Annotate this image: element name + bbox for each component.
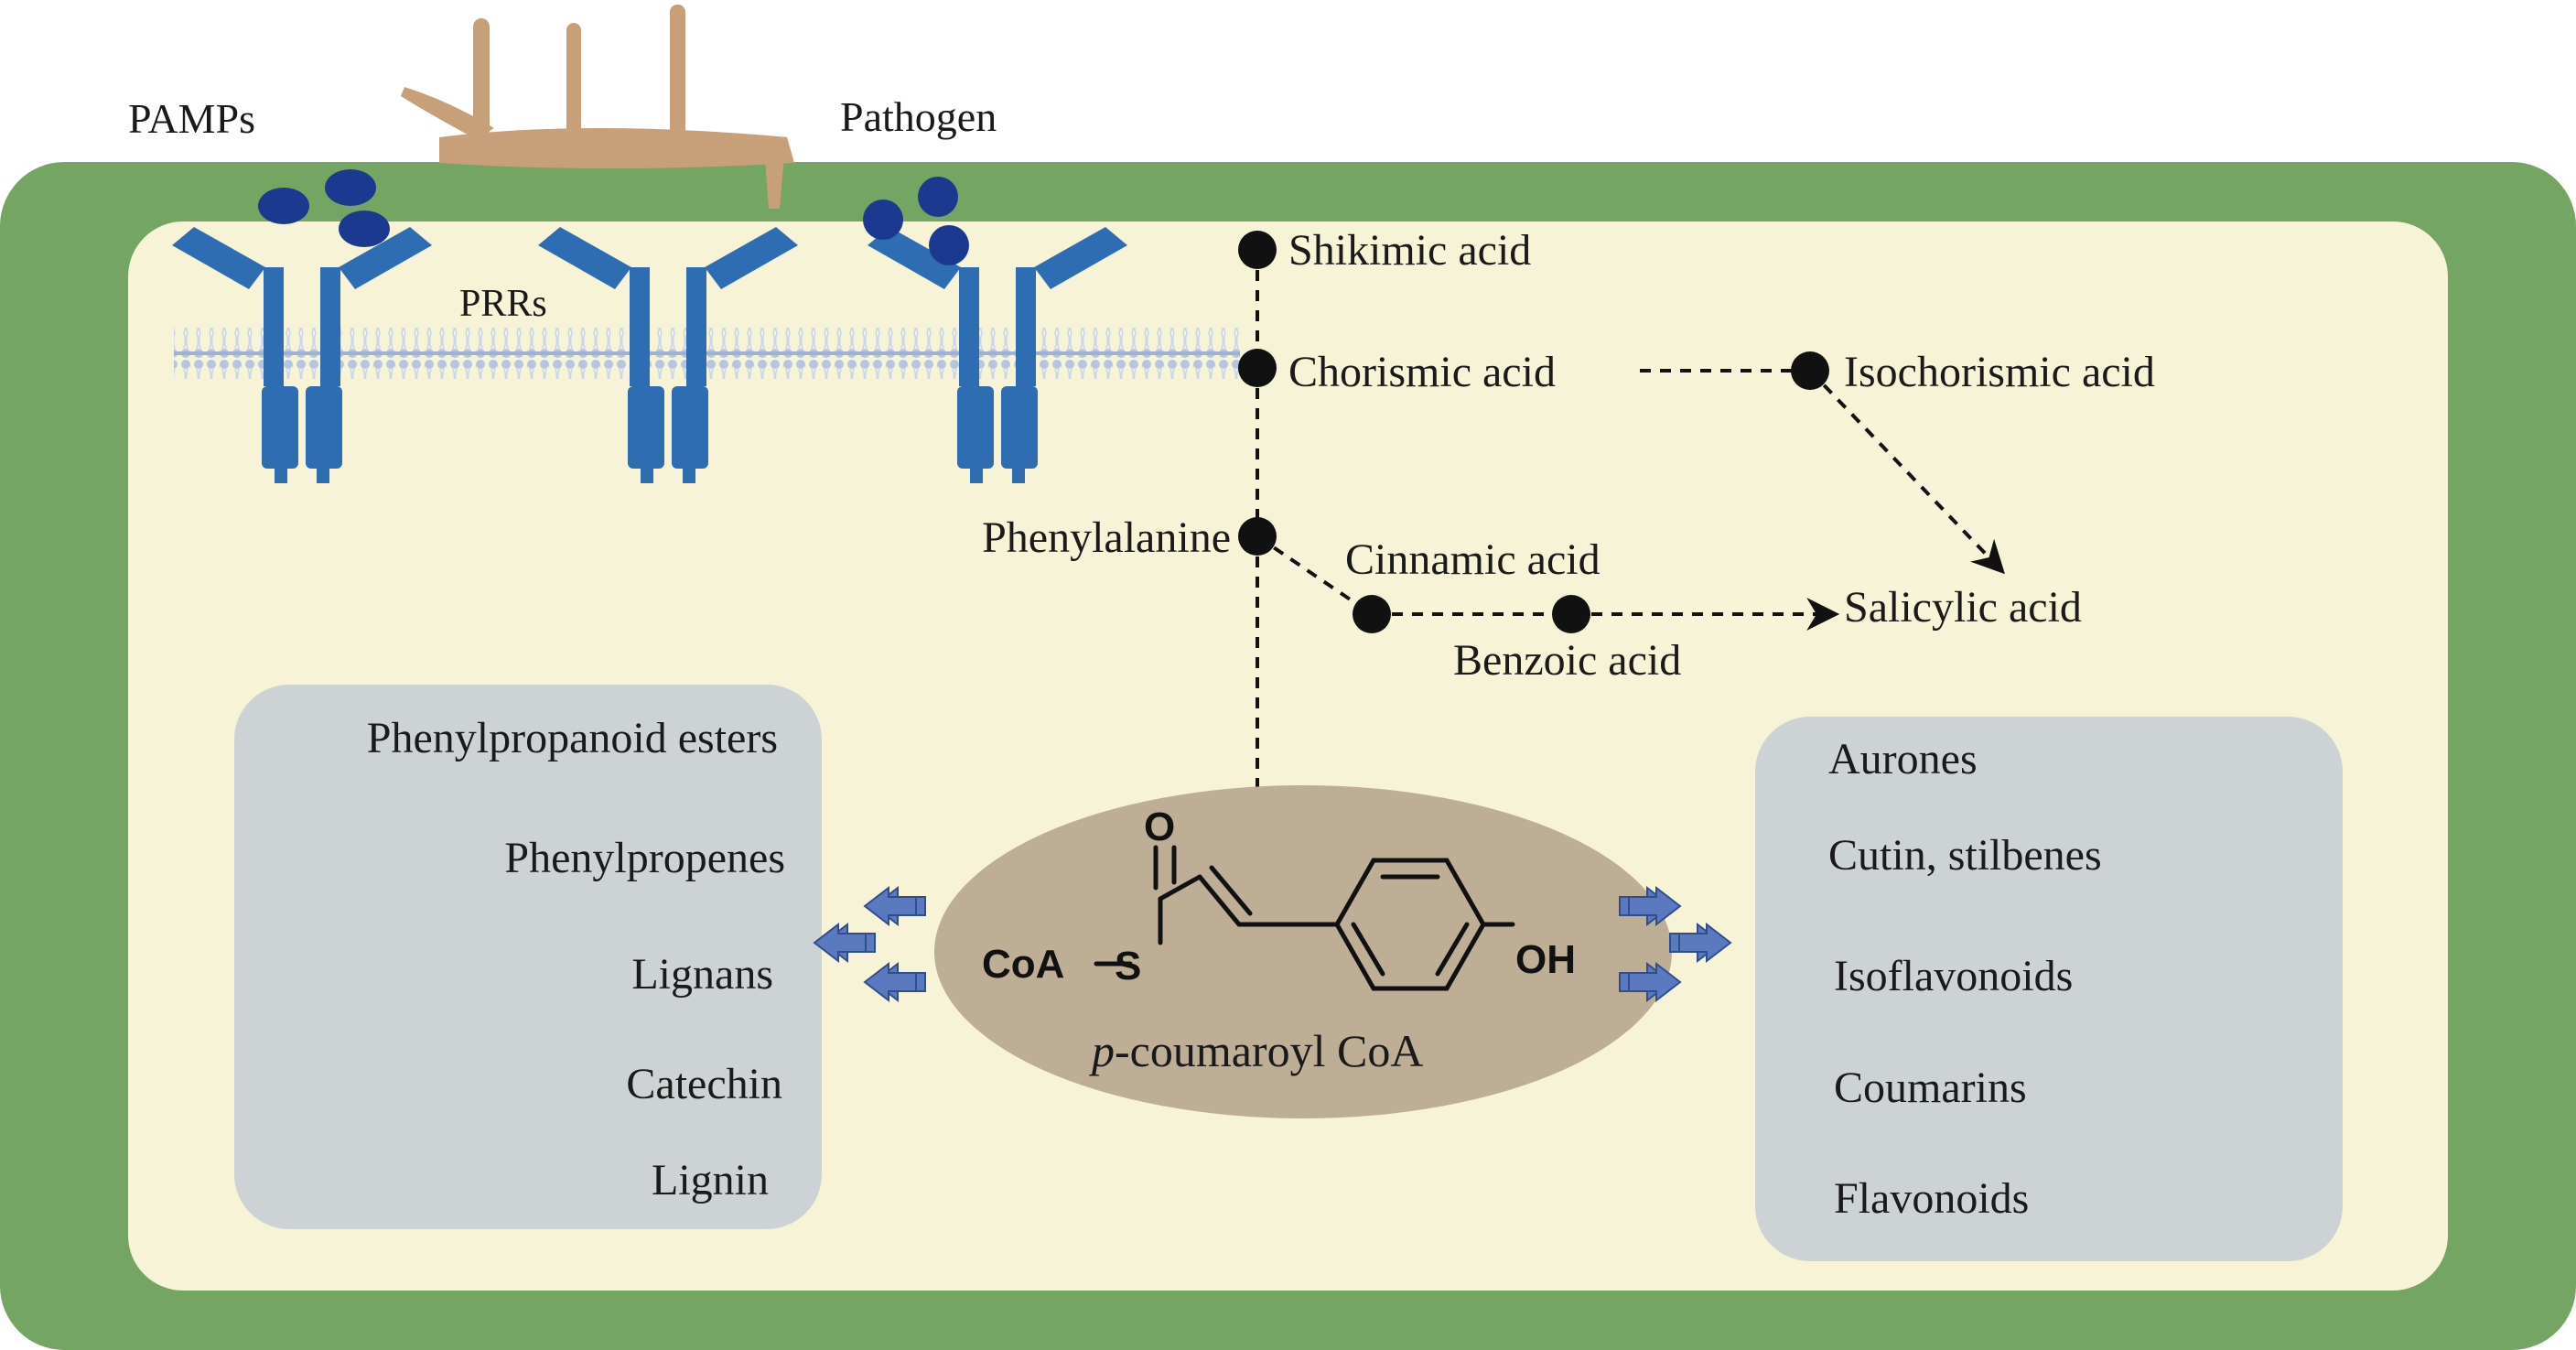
cinnamic-acid-label: Cinnamic acid <box>1345 535 1601 584</box>
plasma-membrane <box>174 328 1240 379</box>
left-item-1: Phenylpropanoid esters <box>367 714 778 762</box>
pathway-connectors <box>1241 250 2005 851</box>
phenylalanine-label: Phenylalanine <box>982 513 1231 562</box>
right-item-5: Flavonoids <box>1834 1174 2029 1223</box>
p-coumaroyl-coa-name: -coumaroyl CoA <box>1115 1025 1423 1076</box>
left-products-box <box>234 685 822 1229</box>
atom-o: O <box>1144 805 1175 849</box>
right-item-4: Coumarins <box>1834 1064 2027 1112</box>
left-item-5: Lignin <box>652 1156 769 1204</box>
atom-oh: OH <box>1515 937 1576 982</box>
p-coumaroyl-coa-label: p-coumaroyl CoA <box>1089 1025 1423 1076</box>
pathogen-label: Pathogen <box>840 93 997 140</box>
pathogen-hyphae <box>401 5 794 209</box>
cinnamic-acid-node <box>1353 595 1391 633</box>
salicylic-acid-label: Salicylic acid <box>1844 583 2082 632</box>
phenylalanine-node <box>1238 517 1277 556</box>
benzoic-acid-node <box>1552 595 1590 633</box>
chorismic-acid-node <box>1238 349 1277 387</box>
right-products-box <box>1755 717 2343 1261</box>
atom-coa: CoA <box>982 942 1064 987</box>
atom-s: S <box>1115 944 1141 988</box>
prrs-label: PRRs <box>459 283 547 325</box>
left-item-3: Lignans <box>631 950 773 999</box>
p-coumaroyl-coa-structure <box>1094 845 1515 991</box>
left-item-2: Phenylpropenes <box>504 834 785 882</box>
pamp-molecules-right <box>863 177 969 265</box>
pamps-label: PAMPs <box>128 95 255 142</box>
pamp-molecules-left <box>258 169 390 247</box>
isochorismic-acid-label: Isochorismic acid <box>1844 348 2155 396</box>
isochorismic-acid-node <box>1791 351 1829 390</box>
shikimic-acid-label: Shikimic acid <box>1288 226 1531 275</box>
shikimic-acid-node <box>1238 231 1277 269</box>
right-item-3: Isoflavonoids <box>1834 952 2073 1000</box>
right-item-2: Cutin, stilbenes <box>1828 831 2102 880</box>
p-coumaroyl-coa-ellipse <box>934 785 1672 1118</box>
chorismic-acid-label: Chorismic acid <box>1288 348 1556 396</box>
left-item-4: Catechin <box>626 1060 782 1108</box>
benzoic-acid-label: Benzoic acid <box>1453 636 1681 685</box>
right-item-1: Aurones <box>1828 735 1978 783</box>
p-coumaroyl-coa-prefix: p <box>1089 1025 1115 1076</box>
